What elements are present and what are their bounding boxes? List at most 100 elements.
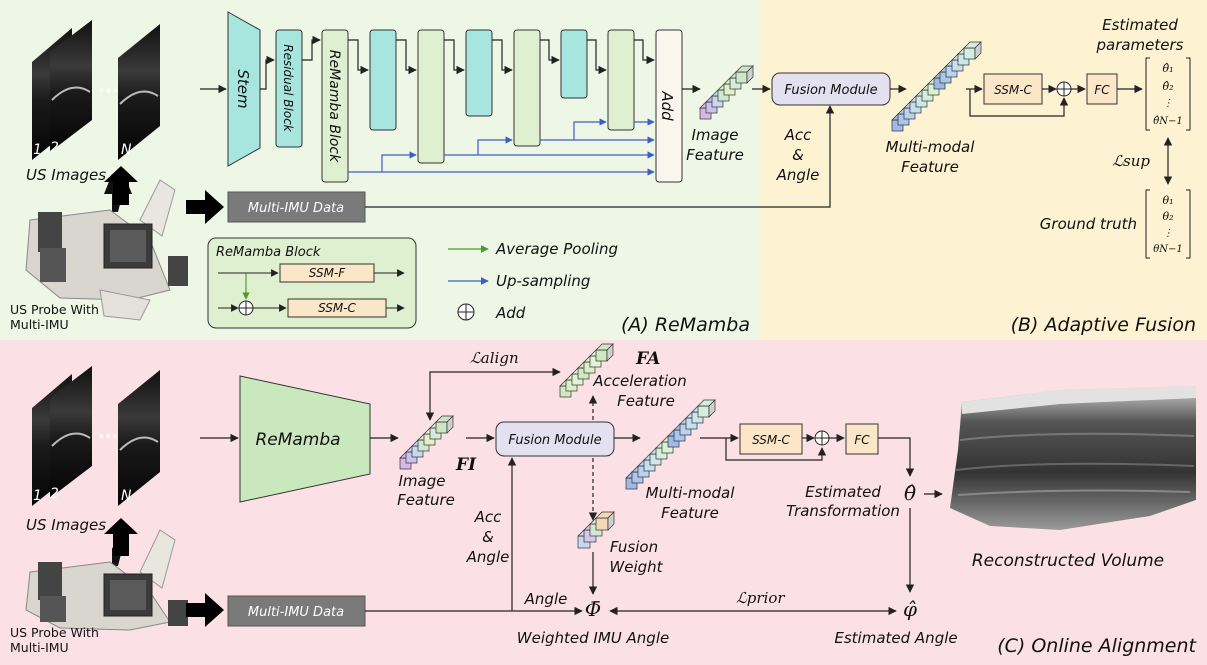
remamba-inset-flow <box>218 269 405 312</box>
est-params-bracket-left <box>1145 57 1150 131</box>
feature-cell-side <box>606 343 614 362</box>
phi-hat-label: φ̂ <box>903 597 917 621</box>
frame-label-1-bottom: 1 <box>33 488 42 504</box>
legend-upsample-label: Up-sampling <box>496 272 590 290</box>
probe-label-bottom-line1: US Probe With <box>10 625 99 640</box>
acc-angle-label-bottom-line2: & <box>482 528 494 546</box>
feature-cell <box>735 71 748 84</box>
frame-dots-top: ... <box>98 76 119 97</box>
est-transformation-label-line2: Transformation <box>786 502 900 520</box>
probe-label-top-line1: US Probe With <box>10 302 99 317</box>
up-block-2 <box>513 29 541 147</box>
big-right-arrow-top <box>186 190 224 224</box>
down-block-1 <box>369 29 397 131</box>
est-param-2: θ̂₂ <box>1162 80 1173 93</box>
big-right-arrow-bottom <box>186 593 224 627</box>
down-block-3 <box>560 29 588 99</box>
estimated-parameters-label-line1: Estimated <box>1102 16 1178 34</box>
up-block-1 <box>417 29 445 164</box>
weighted-imu-label: Weighted IMU Angle <box>517 629 669 647</box>
ssm-c-block-top <box>983 73 1043 105</box>
acc-angle-label-top-line1: Acc <box>784 126 813 144</box>
image-feature-label-bottom-line2: Feature <box>397 491 455 509</box>
fc-label-bottom: FC <box>854 433 870 447</box>
fusion-module-label-bottom: Fusion Module <box>508 433 601 448</box>
us-images-label-bottom: US Images <box>26 516 106 534</box>
us-image-stack-top <box>32 20 160 160</box>
ssm-c-label-bottom: SSM-C <box>752 433 790 447</box>
image-feature-label-bottom-line1: Image <box>399 472 446 490</box>
unet-forward-arrows <box>348 39 655 75</box>
frame-label-n-top: N <box>121 142 132 158</box>
feature-cell <box>963 47 976 60</box>
multi-imu-box-bottom <box>227 595 366 627</box>
legend-add-icon <box>457 303 475 321</box>
fusion-weight-label-line1: Fusion <box>610 538 658 556</box>
fusion-weight-vector <box>577 511 615 549</box>
feature-cell-side <box>607 511 615 531</box>
fi-label: FI <box>455 455 477 475</box>
big-up-arrow-bottom <box>104 518 138 556</box>
image-feature-vector-top <box>699 65 754 120</box>
up-block-3 <box>607 29 635 131</box>
remamba-block <box>321 29 349 183</box>
add-label: Add <box>658 90 676 121</box>
residual-block <box>275 29 303 148</box>
acc-angle-label-top-line2: & <box>792 146 804 164</box>
angle-label: Angle <box>524 590 568 608</box>
inset-add-node <box>238 300 254 316</box>
ground-truth-label: Ground truth <box>1040 215 1137 233</box>
gt-param-2: θ₂ <box>1162 210 1173 223</box>
big-up-arrow-top <box>104 166 138 205</box>
est-param-n: θ̂N−1 <box>1153 116 1183 127</box>
frame-label-n-bottom: N <box>121 488 132 504</box>
acc-angle-label-bottom-line1: Acc <box>474 508 503 526</box>
panel-b-background <box>760 0 1207 340</box>
reconstructed-volume-label: Reconstructed Volume <box>972 551 1164 571</box>
remamba-encoder <box>239 375 371 503</box>
legend-avg-pool-label: Average Pooling <box>495 240 618 258</box>
image-feature-vector-bottom <box>399 415 454 470</box>
gt-param-n: θN−1 <box>1153 244 1183 255</box>
us-images-label-top: US Images <box>26 166 106 184</box>
gt-param-dots: ⋮ <box>1163 228 1173 239</box>
gt-param-1: θ₁ <box>1162 194 1173 207</box>
image-feature-label-top-line2: Feature <box>686 146 744 164</box>
remamba-encoder-label: ReMamba <box>255 430 340 450</box>
est-params-bracket-right <box>1186 57 1191 131</box>
feature-cell <box>435 421 448 434</box>
acc-angle-label-bottom-line3: Angle <box>466 548 510 566</box>
frame-dots-bottom: ... <box>98 422 119 443</box>
imu-to-fusion-line-top <box>365 105 835 208</box>
probe-label-top-line2: Multi-IMU <box>10 317 69 332</box>
stem-label: Stem <box>234 69 252 108</box>
us-probe-top <box>25 174 188 321</box>
theta-hat-label: θ̂ <box>904 481 916 505</box>
ssm-c-label-top: SSM-C <box>994 83 1032 97</box>
feature-cell <box>697 405 710 418</box>
section-a-title: (A) ReMamba <box>621 314 750 336</box>
frame-label-1-top: 1 <box>33 142 42 158</box>
acc-feature-label-line2: Feature <box>617 392 675 410</box>
inset-ssm-c-block <box>287 298 387 318</box>
multimodal-feature-label-top-line1: Multi-modal <box>886 138 976 156</box>
inset-ssm-f-label: SSM-F <box>309 266 346 280</box>
reconstructed-volume-image <box>950 386 1196 530</box>
acc-feature-label-line1: Acceleration <box>592 372 686 390</box>
acceleration-feature-vector <box>559 343 614 398</box>
loss-prior-label: ℒprior <box>736 589 785 607</box>
probe-label-bottom-line2: Multi-IMU <box>10 640 69 655</box>
multi-imu-label-bottom: Multi-IMU Data <box>248 605 344 620</box>
multimodal-feature-vector-top <box>891 41 982 132</box>
multimodal-feature-vector-bottom <box>625 399 716 490</box>
estimated-parameters-label-line2: parameters <box>1095 36 1183 54</box>
feature-cell <box>595 349 608 362</box>
fusion-module-label-top: Fusion Module <box>784 83 877 98</box>
inset-ssm-f-block <box>279 263 375 283</box>
fusion-module-bottom <box>495 421 615 457</box>
image-feature-label-top-line1: Image <box>692 126 739 144</box>
residual-block-label: Residual Block <box>281 44 295 133</box>
gt-bracket-left <box>1145 189 1150 259</box>
fc-block-top <box>1086 73 1118 105</box>
